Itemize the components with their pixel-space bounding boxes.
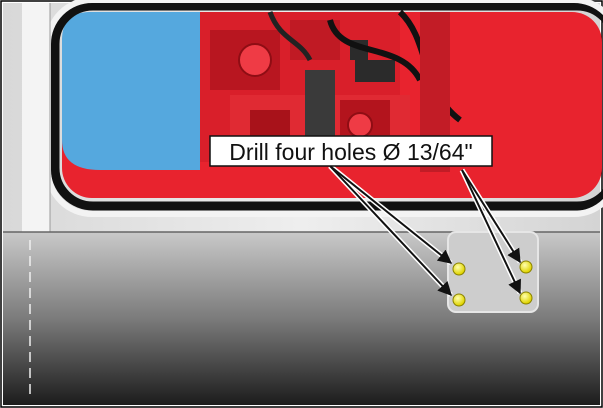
drill-hole-icon [519,260,533,274]
drill-hole-icon [452,262,466,276]
arrow-icon [329,165,453,264]
arrow-icon [461,169,521,264]
window-frame [50,1,603,211]
arrow-icon [461,169,521,295]
drill-hole-icon [452,293,466,307]
callout-text: Drill four holes Ø 13/64" [229,139,472,165]
sky-background [62,12,200,170]
drill-hole-icon [519,291,533,305]
deck-side-panel [22,3,50,235]
callout-box [209,135,493,167]
callout-arrows [328,164,523,297]
arrow-icon [329,165,452,297]
